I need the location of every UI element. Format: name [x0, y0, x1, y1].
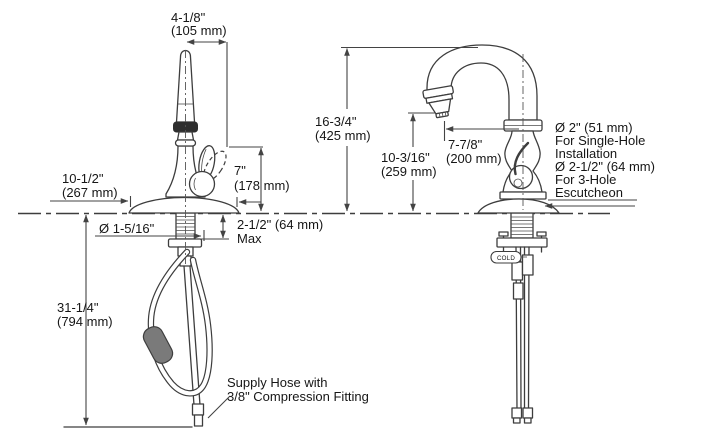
- dim-spout-clearance-line1: 10-3/16": [381, 150, 430, 165]
- side-mounting-plate: [496, 237, 548, 248]
- side-sprayhead: [422, 85, 454, 119]
- hole-installation-note: Ø 2" (51 mm) For Single-Hole Installatio…: [544, 120, 655, 209]
- dim-spout-width-line1: 4-1/8": [171, 10, 206, 25]
- dim-spout-width: 4-1/8" (105 mm): [171, 10, 228, 147]
- dim-supply-length-line1: 31-1/4": [57, 300, 99, 315]
- side-supply-tubes: [511, 246, 534, 424]
- side-handle-hub-inner: [513, 178, 523, 188]
- side-shank-threads: [511, 216, 533, 235]
- dim-spout-clearance: 10-3/16" (259 mm): [381, 112, 437, 212]
- dim-handle-height-line2: (178 mm): [234, 178, 290, 193]
- dim-handle-height-line1: 7": [234, 163, 246, 178]
- supply-hose-note-line1: Supply Hose with: [227, 375, 327, 390]
- dim-reach-left: 10-1/2" (267 mm): [50, 171, 132, 207]
- dim-deck-thickness-line1: 2-1/2" (64 mm): [237, 217, 323, 232]
- dim-spout-reach-line1: 7-7/8": [448, 137, 483, 152]
- side-gooseneck: [426, 44, 538, 121]
- front-escutcheon: [128, 196, 240, 214]
- front-spray-hose: [147, 248, 213, 397]
- cold-tag: COLD: [490, 250, 527, 264]
- dim-reach-left-line1: 10-1/2": [62, 171, 104, 186]
- dim-overall-height: 16-3/4" (425 mm): [315, 46, 478, 212]
- dim-overall-height-line1: 16-3/4": [315, 114, 357, 129]
- front-handle-lever-dashed: [203, 150, 227, 182]
- dim-deck-thickness: 2-1/2" (64 mm) Max: [196, 214, 323, 246]
- hole-note-line5: For 3-Hole: [555, 172, 616, 187]
- dim-spout-reach: 7-7/8" (200 mm): [443, 121, 519, 166]
- dim-shank-diameter-line1: Ø 1-5/16": [99, 221, 155, 236]
- dim-supply-length-line2: (794 mm): [57, 314, 113, 329]
- hose-weight: [142, 326, 174, 364]
- cold-tag-label: COLD: [497, 255, 515, 262]
- hole-note-line3: Installation: [555, 146, 617, 161]
- dim-spout-clearance-line2: (259 mm): [381, 164, 437, 179]
- front-mounting-nut: [167, 238, 203, 248]
- dim-reach-left-line2: (267 mm): [62, 185, 118, 200]
- dim-deck-thickness-line2: Max: [237, 231, 262, 246]
- front-compression-fitting: [191, 403, 205, 427]
- side-escutcheon: [477, 198, 560, 214]
- supply-hose-note: Supply Hose with 3/8" Compression Fittin…: [207, 375, 369, 419]
- dim-spout-reach-line2: (200 mm): [446, 151, 502, 166]
- faucet-front-view: [128, 49, 240, 427]
- supply-hose-note-line2: 3/8" Compression Fitting: [227, 389, 369, 404]
- dim-supply-length: 31-1/4" (794 mm): [57, 214, 113, 426]
- dim-overall-height-line2: (425 mm): [315, 128, 371, 143]
- dim-spout-width-line2: (105 mm): [171, 23, 227, 38]
- hole-note-line1: Ø 2" (51 mm): [555, 120, 633, 135]
- hole-note-line2: For Single-Hole: [555, 133, 645, 148]
- front-supply-tube: [183, 265, 201, 406]
- front-handle-hub: [188, 170, 216, 198]
- faucet-side-view: COLD: [422, 44, 560, 424]
- dim-handle-height: 7" (178 mm): [229, 146, 290, 212]
- front-handle-hub-detail: [193, 177, 196, 191]
- side-handle-lever: [513, 141, 530, 176]
- hole-note-line4: Ø 2-1/2" (64 mm): [555, 159, 655, 174]
- hole-note-line6: Escutcheon: [555, 185, 623, 200]
